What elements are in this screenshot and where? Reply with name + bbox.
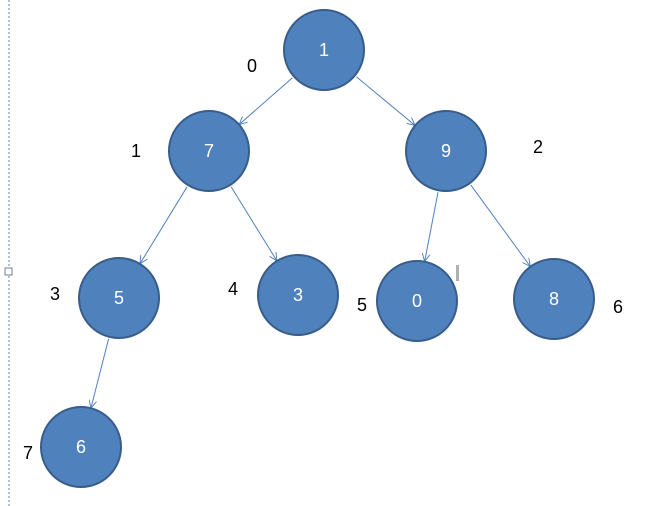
tree-node: 6 (40, 406, 122, 488)
node-index-label: 0 (247, 56, 257, 76)
node-circle (405, 110, 487, 192)
node-value: 0 (412, 291, 422, 311)
tree-node: 3 (257, 254, 339, 336)
tree-node: 0 (376, 260, 458, 342)
node-value: 3 (293, 285, 303, 305)
node-value: 8 (549, 289, 559, 309)
node-index-label: 1 (131, 141, 141, 161)
tree-node: 1 (283, 9, 365, 91)
edges-layer (91, 76, 530, 408)
node-value: 7 (204, 141, 214, 161)
index-labels-layer: 0 1 2 3 4 5 6 7 (23, 56, 623, 463)
node-circle (257, 254, 339, 336)
text-cursor-mark (456, 265, 459, 281)
node-circle (513, 258, 595, 340)
node-circle (78, 257, 160, 339)
node-circle (168, 110, 250, 192)
edge-arrow (470, 184, 530, 266)
node-value: 9 (441, 141, 451, 161)
edge-arrow (425, 192, 439, 261)
edge-arrow (140, 186, 188, 263)
tree-node: 8 (513, 258, 595, 340)
ruler-handle (4, 267, 13, 276)
node-circle (283, 9, 365, 91)
edge-arrow (356, 76, 414, 125)
tree-node: 5 (78, 257, 160, 339)
edge-arrow (240, 77, 293, 124)
node-index-label: 3 (50, 284, 60, 304)
tree-node: 9 (405, 110, 487, 192)
node-value: 1 (319, 40, 329, 60)
node-index-label: 2 (533, 137, 543, 157)
node-circle (40, 406, 122, 488)
node-circle (376, 260, 458, 342)
node-index-label: 5 (357, 295, 367, 315)
edge-arrow (91, 338, 110, 408)
node-value: 6 (76, 437, 86, 457)
tree-node: 7 (168, 110, 250, 192)
node-index-label: 4 (228, 279, 238, 299)
node-value: 5 (114, 288, 124, 308)
edge-arrow (230, 186, 276, 260)
nodes-layer: 1 7 9 5 3 0 8 6 (40, 9, 595, 488)
node-index-label: 7 (23, 443, 33, 463)
node-index-label: 6 (613, 297, 623, 317)
